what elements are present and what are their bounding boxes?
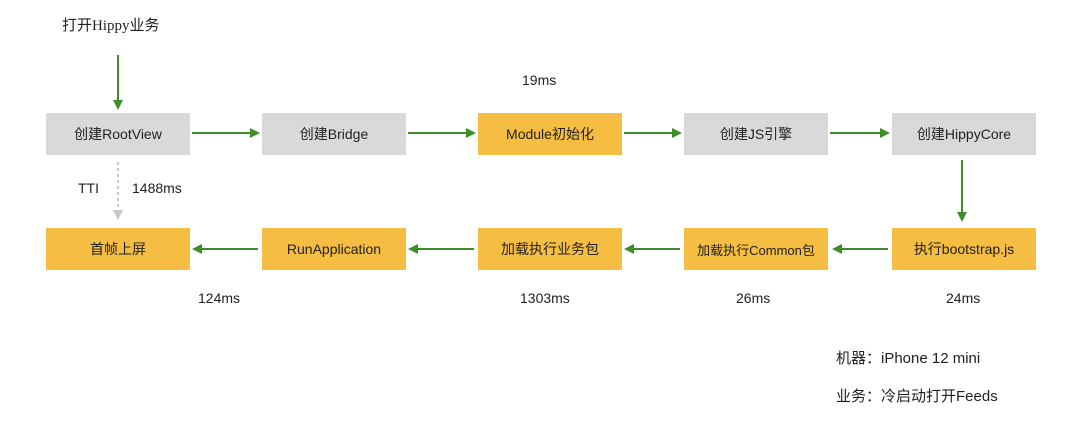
diagram-start-label: 打开Hippy业务 bbox=[62, 18, 160, 34]
node-exec-bootstrap: 执行bootstrap.js bbox=[892, 228, 1036, 270]
bootstrap-timing: 24ms bbox=[946, 290, 981, 306]
node-create-hippycore: 创建HippyCore bbox=[892, 113, 1036, 155]
biz-package-timing: 1303ms bbox=[520, 290, 570, 306]
node-create-js-engine: 创建JS引擎 bbox=[684, 113, 828, 155]
node-load-common-package: 加载执行Common包 bbox=[684, 228, 828, 270]
node-first-frame: 首帧上屏 bbox=[46, 228, 190, 270]
runapp-timing: 124ms bbox=[198, 290, 241, 306]
node-create-rootview: 创建RootView bbox=[46, 113, 190, 155]
node-run-application: RunApplication bbox=[262, 228, 406, 270]
node-create-bridge: 创建Bridge bbox=[262, 113, 406, 155]
common-package-timing: 26ms bbox=[736, 290, 771, 306]
device-info: 机器：iPhone 12 mini bbox=[836, 350, 981, 367]
node-module-init: Module初始化 bbox=[478, 113, 622, 155]
module-init-timing: 19ms bbox=[522, 72, 557, 88]
tti-label: TTI bbox=[78, 180, 99, 196]
node-load-biz-package: 加载执行业务包 bbox=[478, 228, 622, 270]
tti-timing: 1488ms bbox=[132, 180, 182, 196]
scenario-info: 业务：冷启动打开Feeds bbox=[836, 388, 998, 405]
